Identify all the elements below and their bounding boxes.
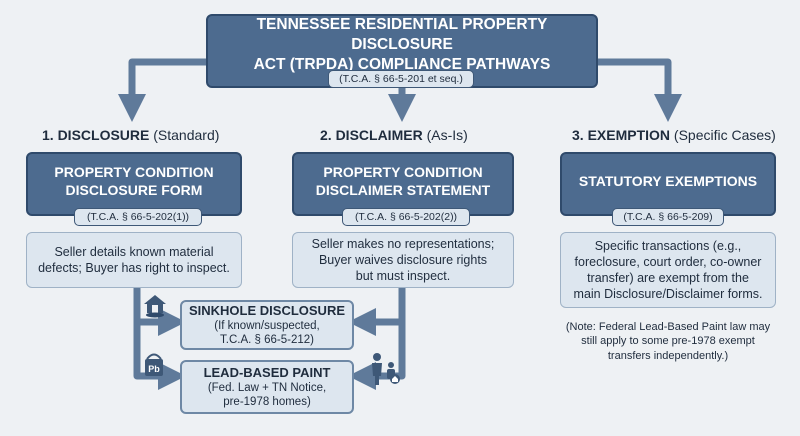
title-citation: (T.C.A. § 66-5-201 et seq.) (328, 70, 474, 88)
disclosure-form-box: PROPERTY CONDITION DISCLOSURE FORM (26, 152, 242, 216)
title-line-2: ACT (TRPDA) COMPLIANCE PATHWAYS (253, 56, 551, 74)
arrow-to-disclosure (118, 58, 208, 122)
lead-based-paint-box: LEAD-BASED PAINT (Fed. Law + TN Notice, … (180, 360, 354, 414)
disclaimer-citation: (T.C.A. § 66-5-202(2)) (342, 208, 470, 226)
paint-can-icon: Pb (145, 353, 163, 376)
arrow-to-exemption (596, 58, 682, 122)
column-heading-disclaimer: 2. DISCLAIMER (As-Is) (320, 127, 468, 143)
paint-can-label: Pb (148, 364, 160, 374)
disclosure-description: Seller details known material defects; B… (26, 232, 242, 288)
exemption-citation: (T.C.A. § 66-5-209) (612, 208, 724, 226)
statutory-exemptions-box: STATUTORY EXEMPTIONS (560, 152, 776, 216)
disclosure-citation: (T.C.A. § 66-5-202(1)) (74, 208, 202, 226)
exemption-note: (Note: Federal Lead-Based Paint law may … (565, 321, 771, 362)
disclaimer-statement-box: PROPERTY CONDITION DISCLAIMER STATEMENT (292, 152, 514, 216)
house-sinkhole-icon (144, 295, 166, 318)
exemption-description: Specific transactions (e.g., foreclosure… (560, 232, 776, 308)
disclaimer-description: Seller makes no representations; Buyer w… (292, 232, 514, 288)
title-line-1: TENNESSEE RESIDENTIAL PROPERTY DISCLOSUR… (256, 15, 548, 53)
sinkhole-disclosure-box: SINKHOLE DISCLOSURE (If known/suspected,… (180, 300, 354, 350)
family-icon (372, 353, 400, 385)
column-heading-exemption: 3. EXEMPTION (Specific Cases) (572, 127, 776, 143)
column-heading-disclosure: 1. DISCLOSURE (Standard) (42, 127, 220, 143)
